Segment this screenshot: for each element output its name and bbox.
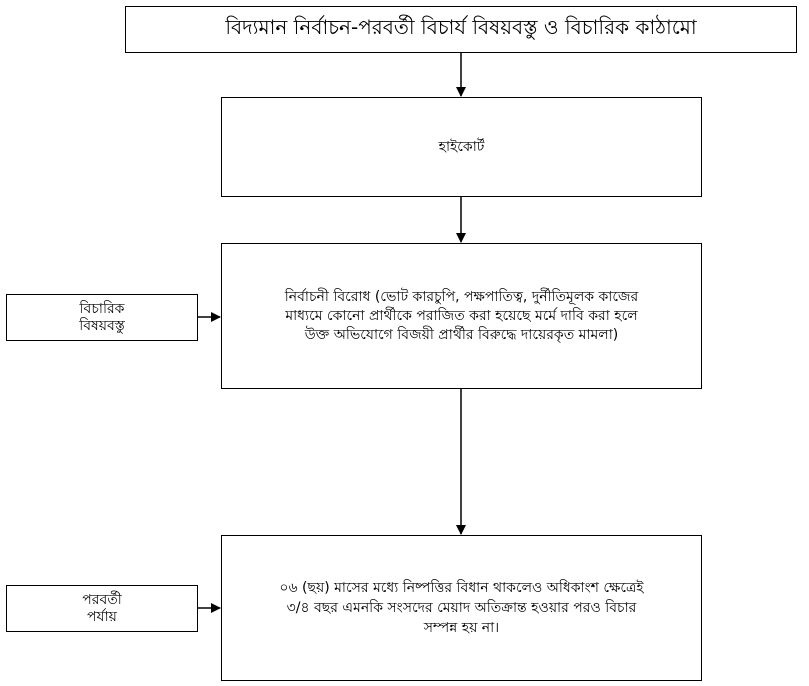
diagram-title-box: বিদ্যমান নির্বাচন-পরবর্তী বিচার্য বিষয়ব… (125, 6, 797, 53)
next-stage-line-1: পরবর্তী (82, 591, 122, 608)
judicial-subject-line-2: বিষয়বস্তু (79, 317, 125, 334)
judicial-subject-line-1: বিচারিক (79, 300, 125, 317)
disposal-timeline-box: ০৬ (ছয়) মাসের মধ্যে নিষ্পত্তির বিধান থা… (221, 535, 702, 681)
election-dispute-box: নির্বাচনী বিরোধ (ভোট কারচুপি, পক্ষপাতিত্… (221, 243, 702, 389)
election-dispute-text: নির্বাচনী বিরোধ (ভোট কারচুপি, পক্ষপাতিত্… (284, 288, 639, 343)
disposal-timeline-text: ০৬ (ছয়) মাসের মধ্যে নিষ্পত্তির বিধান থা… (279, 580, 644, 636)
next-stage-line-2: পর্যায় (87, 608, 117, 625)
next-stage-box: পরবর্তী পর্যায় (6, 585, 198, 632)
judicial-subject-box: বিচারিক বিষয়বস্তু (6, 294, 198, 341)
diagram-title: বিদ্যমান নির্বাচন-পরবর্তী বিচার্য বিষয়ব… (225, 15, 697, 39)
high-court-box: হাইকোর্ট (221, 97, 702, 197)
high-court-label: হাইকোর্ট (438, 139, 485, 155)
